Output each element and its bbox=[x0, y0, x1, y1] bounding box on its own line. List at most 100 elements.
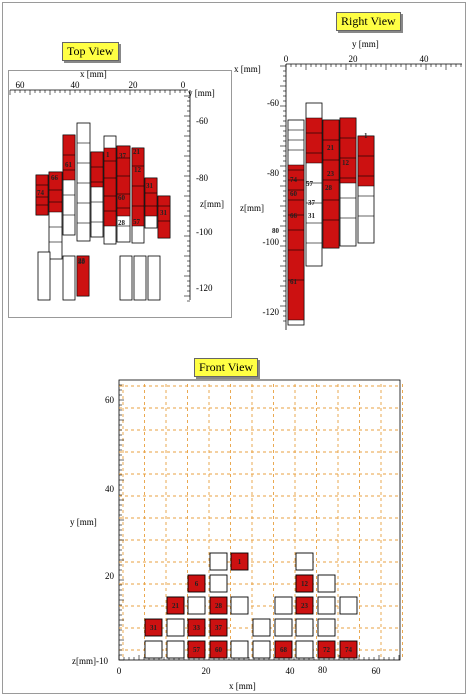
front-empty-cell bbox=[166, 618, 185, 637]
right-cell-number: 57 bbox=[306, 180, 314, 188]
right-cell-number: 37 bbox=[308, 199, 316, 207]
front-x-tick-label: 20 bbox=[202, 666, 212, 676]
top-z-tick-label: -100 bbox=[196, 227, 213, 237]
front-empty-cell bbox=[339, 596, 358, 615]
front-x-tick-label: 40 bbox=[286, 666, 296, 676]
front-empty-cell bbox=[209, 552, 228, 571]
front-empty-cell bbox=[317, 618, 336, 637]
front-empty-cell bbox=[295, 618, 314, 637]
right-cell-number: 28 bbox=[325, 184, 333, 192]
figure-frame bbox=[2, 2, 466, 694]
front-x80-label: 80 bbox=[318, 665, 328, 675]
front-x-axis-label: x [mm] bbox=[229, 681, 256, 691]
front-empty-cell bbox=[209, 574, 228, 593]
front-empty-cell bbox=[187, 596, 206, 615]
right-y-tick-label: 20 bbox=[349, 54, 359, 64]
front-z-label: z[mm]-10 bbox=[72, 656, 108, 666]
front-y-tick-label: 40 bbox=[105, 484, 115, 494]
top-cell-number: 61 bbox=[65, 161, 73, 169]
front-empty-cell bbox=[274, 596, 293, 615]
front-cell-label: 31 bbox=[150, 624, 158, 632]
front-cell-label: 37 bbox=[215, 624, 223, 632]
right-cell-number: 61 bbox=[290, 278, 298, 286]
front-empty-cell bbox=[274, 618, 293, 637]
right-cell-number: 23 bbox=[327, 170, 335, 178]
front-empty-cell bbox=[230, 596, 249, 615]
right-view-title: Right View bbox=[336, 12, 401, 31]
tv-col-8-red-0 bbox=[116, 145, 131, 217]
top-cell-number: 23 bbox=[78, 257, 86, 265]
front-empty-cell bbox=[295, 552, 314, 571]
front-cell-31 bbox=[144, 618, 163, 637]
front-cell-label: 1 bbox=[238, 558, 242, 566]
rv-col-5-red-0 bbox=[357, 135, 375, 187]
front-empty-cell bbox=[144, 640, 163, 659]
front-cell-12 bbox=[295, 574, 314, 593]
tv-col-7-red-0 bbox=[103, 147, 117, 227]
front-y-axis-label: y [mm] bbox=[70, 517, 97, 527]
top-y-axis-label: y [mm] bbox=[188, 88, 215, 98]
top-cell-number: 31 bbox=[160, 209, 168, 217]
right-z-axis-label: z[mm] bbox=[240, 203, 264, 213]
right-cell-number: 21 bbox=[327, 144, 335, 152]
front-cell-33 bbox=[187, 618, 206, 637]
front-view-title: Front View bbox=[194, 358, 259, 377]
rv-col-1-red-0 bbox=[287, 164, 305, 321]
front-x-tick-label: 0 bbox=[117, 666, 122, 676]
right-y-axis-label: y [mm] bbox=[352, 39, 379, 49]
right-cell-number: 74 bbox=[290, 176, 298, 184]
top-x-tick-label: 20 bbox=[129, 80, 139, 90]
tv-col-6-red-0 bbox=[90, 151, 104, 188]
right-cell-number: 80 bbox=[272, 227, 280, 235]
top-cell-number: 28 bbox=[118, 219, 126, 227]
top-cell-number: 12 bbox=[134, 166, 142, 174]
top-cell-number: 60 bbox=[118, 194, 126, 202]
front-cell-label: 21 bbox=[172, 602, 180, 610]
front-cell-label: 6 bbox=[195, 580, 199, 588]
tv-col-13 bbox=[62, 255, 76, 301]
front-plot-area bbox=[118, 379, 401, 661]
tv-col-11-red-0 bbox=[157, 195, 171, 239]
front-cell-label: 60 bbox=[215, 646, 223, 654]
top-x-tick-label: 0 bbox=[181, 80, 186, 90]
tv-col-4-red-0 bbox=[76, 255, 90, 297]
front-cell-23 bbox=[295, 596, 314, 615]
top-cell-number: 21 bbox=[133, 148, 141, 156]
front-cell-label: 23 bbox=[301, 602, 309, 610]
front-cell-label: 33 bbox=[193, 624, 201, 632]
right-cell-number: 31 bbox=[308, 212, 316, 220]
tv-col-3-red-0 bbox=[62, 134, 76, 181]
front-cell-label: 12 bbox=[301, 580, 309, 588]
tv-col-15 bbox=[133, 255, 147, 301]
top-z-tick-label: -80 bbox=[196, 173, 208, 183]
top-x-tick-label: 40 bbox=[71, 80, 81, 90]
front-cell-6 bbox=[187, 574, 206, 593]
rv-col-3-red-0 bbox=[322, 119, 340, 249]
front-cell-1 bbox=[230, 552, 249, 571]
front-cell-label: 57 bbox=[193, 646, 201, 654]
front-cell-label: 72 bbox=[323, 646, 331, 654]
front-cell-label: 68 bbox=[280, 646, 288, 654]
tv-col-14 bbox=[119, 255, 133, 301]
front-y-tick-label: 60 bbox=[105, 395, 115, 405]
right-x-axis-label: x [mm] bbox=[234, 64, 261, 74]
front-cell-label: 74 bbox=[345, 646, 353, 654]
front-cell-60 bbox=[209, 640, 228, 659]
front-cell-37 bbox=[209, 618, 228, 637]
tv-col-5 bbox=[76, 122, 91, 242]
right-cell-number: 1 bbox=[364, 132, 368, 140]
front-cell-68 bbox=[274, 640, 293, 659]
top-cell-number: 74 bbox=[37, 189, 45, 197]
front-cell-label: 28 bbox=[215, 602, 223, 610]
front-cell-74 bbox=[339, 640, 358, 659]
rv-col-2-red-0 bbox=[305, 117, 323, 164]
top-z-tick-label: -60 bbox=[196, 116, 208, 126]
right-z-tick-label: -100 bbox=[263, 237, 280, 247]
front-cell-28 bbox=[209, 596, 228, 615]
right-cell-number: 66 bbox=[290, 212, 298, 220]
top-z-tick-label: -120 bbox=[196, 283, 213, 293]
front-cell-72 bbox=[317, 640, 336, 659]
